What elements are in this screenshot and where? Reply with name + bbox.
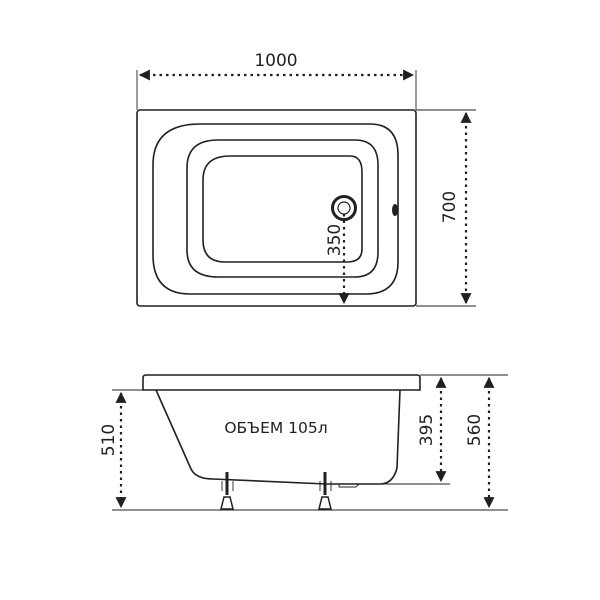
tub-bottom-contour [202,155,363,263]
leg-left [220,472,234,510]
tub-rim-contour [152,123,399,295]
tub-outline-top [136,109,417,307]
side-view: ОБЪЕМ 105л 510 395 560 [99,374,508,511]
depth-label: 395 [417,414,437,446]
length-dimension-label: 1000 [254,51,297,71]
overflow-icon [392,204,398,216]
tub-bowl-contour [186,139,379,278]
width-dimension-label: 700 [440,191,460,223]
tub-body-side [155,389,401,485]
total-height-label: 560 [465,414,485,446]
tub-rim-side [142,374,421,391]
drain-icon [331,195,357,221]
top-view: 1000 350 700 [136,51,476,307]
drain-offset-label: 350 [325,224,345,256]
height-without-rim-label: 510 [99,424,119,456]
volume-label: ОБЪЕМ 105л [224,419,327,437]
leg-right [318,472,332,510]
